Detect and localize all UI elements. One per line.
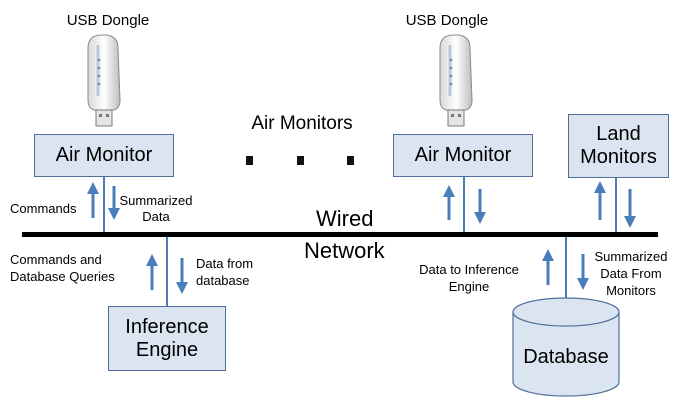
inference-engine-box: Inference Engine: [108, 306, 226, 371]
database-label: Database: [523, 346, 609, 368]
data-to-inference-engine-label: Data to Inference Engine: [419, 262, 519, 294]
usb-dongle-right-icon: [439, 34, 473, 127]
air-monitors-label: Air Monitors: [251, 113, 353, 134]
wired-network-label-2: Network: [304, 238, 385, 263]
usb-dongle-left-label: USB Dongle: [66, 12, 150, 29]
usb-dongle-left-icon: [87, 34, 121, 127]
summarized-data-from-monitors-label: Summarized Data From Monitors: [594, 249, 668, 298]
commands-label: Commands: [10, 201, 77, 216]
usb-dongle-right-label: USB Dongle: [405, 12, 489, 29]
summarized-data-label: Summarized Data: [119, 193, 193, 225]
database-cylinder-icon: [512, 297, 620, 397]
land-monitors-box: Land Monitors: [568, 114, 669, 178]
air-monitor-left-box: Air Monitor: [34, 134, 174, 177]
ellipsis-dot-2: [297, 156, 304, 165]
ellipsis-dot-1: [246, 156, 253, 165]
commands-and-queries-label: Commands and Database Queries: [10, 252, 115, 284]
wired-network-label-1: Wired: [316, 206, 374, 231]
ellipsis-dot-3: [347, 156, 354, 165]
data-from-database-label: Data from database: [196, 256, 254, 288]
wired-network-line: [22, 232, 658, 237]
air-monitor-right-box: Air Monitor: [393, 134, 533, 177]
